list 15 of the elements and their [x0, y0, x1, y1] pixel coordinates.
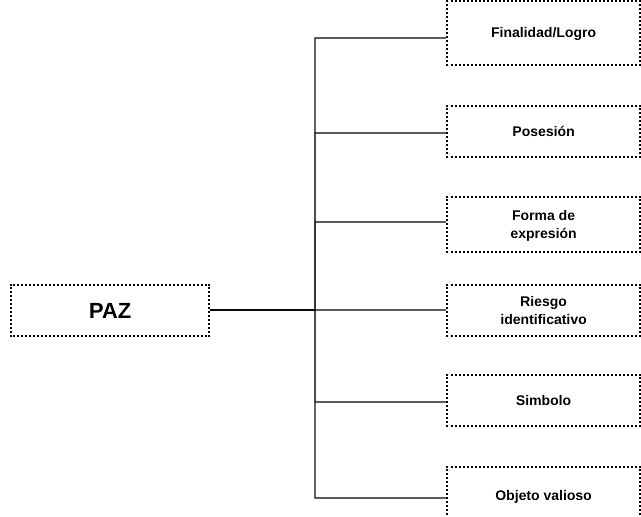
box-label: Riesgo identificativo	[499, 293, 588, 328]
dotted-box	[446, 284, 641, 337]
box-label: Forma de expresión	[509, 207, 578, 242]
dotted-box	[446, 196, 641, 253]
connector-line	[210, 309, 446, 499]
dotted-box	[446, 0, 641, 66]
box-label: Simbolo	[516, 392, 572, 410]
box-label: Posesión	[512, 122, 575, 140]
box-label: Finalidad/Logro	[491, 24, 596, 42]
box-label: Objeto valioso	[495, 487, 592, 505]
dotted-box	[446, 105, 641, 158]
dotted-box	[446, 466, 641, 517]
dotted-box	[446, 374, 641, 427]
dotted-box	[10, 284, 210, 337]
box-label: PAZ	[88, 296, 132, 324]
